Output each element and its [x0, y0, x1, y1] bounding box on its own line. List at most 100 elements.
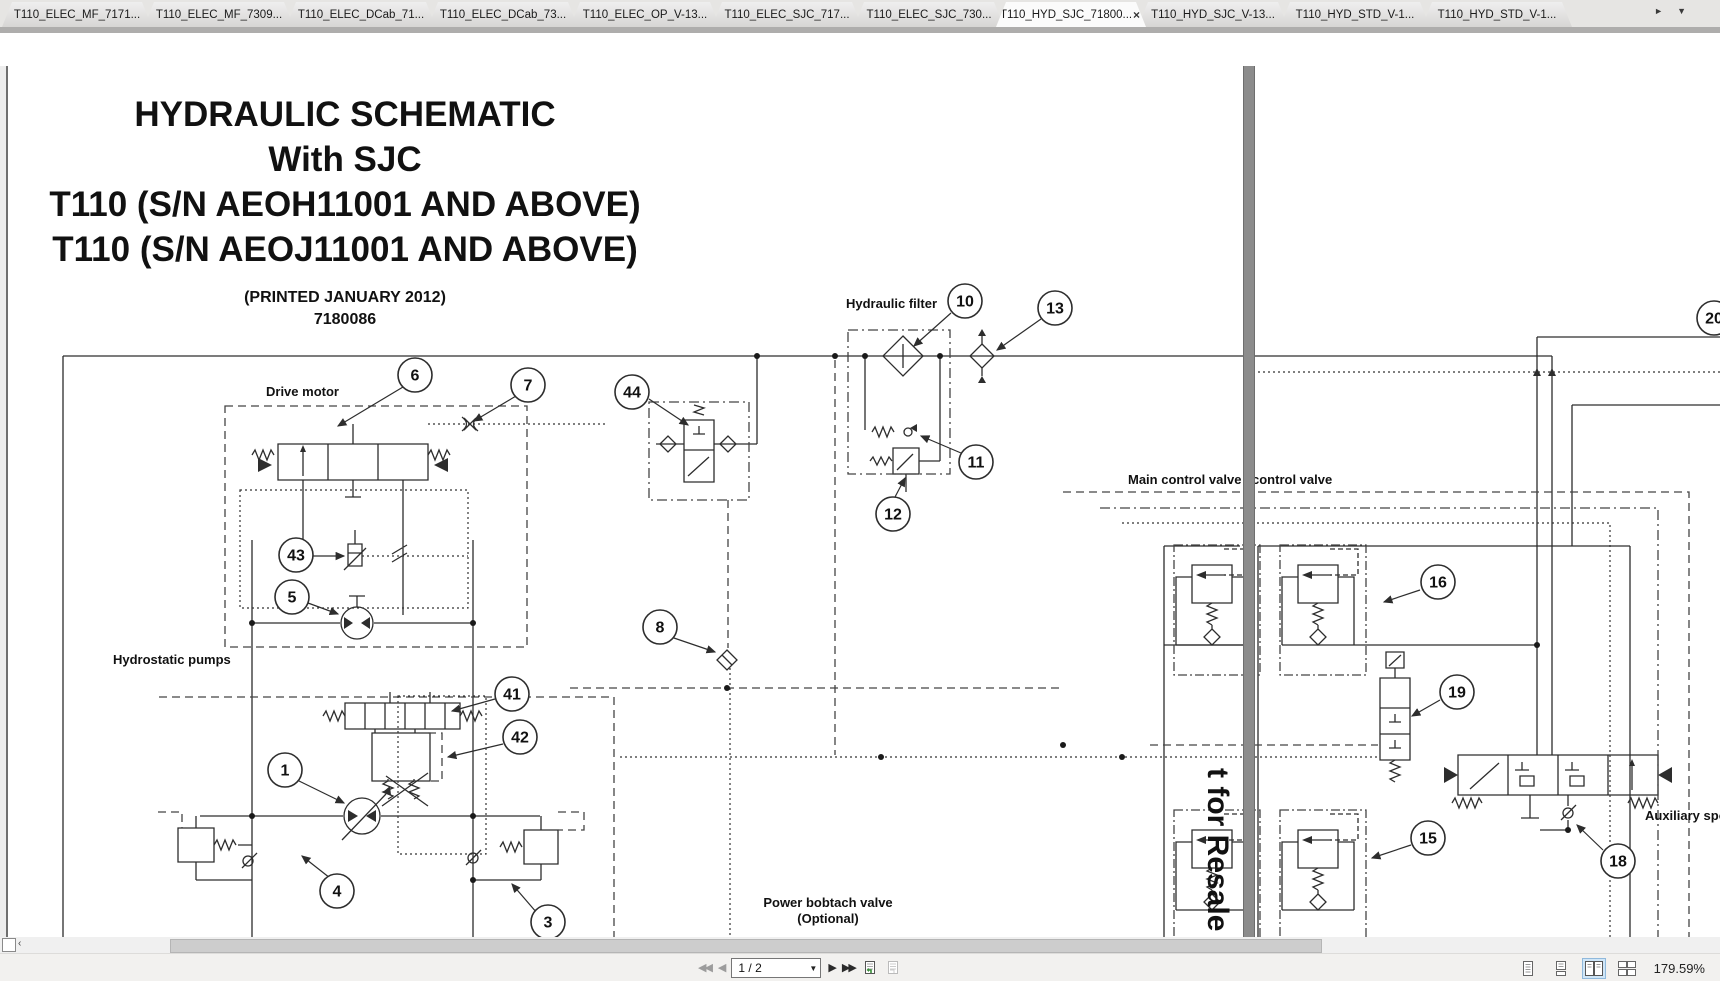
callout-15	[1410, 820, 1446, 856]
callout-number: 13	[1046, 301, 1064, 318]
continuous-view-button[interactable]	[1549, 958, 1573, 979]
callout-number: 43	[287, 548, 305, 565]
tab-7[interactable]: T110_ELEC_SJC_730...	[854, 2, 1004, 27]
callout-number: 8	[656, 620, 665, 637]
tab-4[interactable]: T110_ELEC_DCab_73...	[428, 2, 578, 27]
tab-label: T110_ELEC_MF_7171...	[13, 8, 141, 21]
tab-label: T110_ELEC_DCab_71...	[297, 8, 425, 21]
callout-20	[1696, 300, 1720, 336]
callout-number: 19	[1448, 685, 1466, 702]
tab-bar: T110_ELEC_MF_7171...T110_ELEC_MF_7309...…	[0, 0, 1720, 27]
last-page-button[interactable]: ▶▶	[841, 961, 857, 974]
title-line: (PRINTED JANUARY 2012)	[244, 289, 446, 306]
tab-3[interactable]: T110_ELEC_DCab_71...	[286, 2, 436, 27]
tab-9[interactable]: T110_HYD_SJC_V-13...	[1138, 2, 1288, 27]
tab-band	[0, 27, 1720, 33]
callout-number: 20	[1705, 311, 1720, 328]
title-line: HYDRAULIC SCHEMATIC	[134, 95, 555, 134]
callout-4	[319, 873, 355, 909]
label-hydraulic-filter: Hydraulic filter	[846, 296, 937, 311]
callout-number: 1	[281, 763, 290, 780]
callout-5	[274, 579, 310, 615]
label-control-valve-right: control valve	[1252, 472, 1332, 487]
tab-6[interactable]: T110_ELEC_SJC_717...	[712, 2, 862, 27]
callout-number: 16	[1429, 575, 1447, 592]
close-icon[interactable]: ×	[1132, 7, 1140, 22]
facing-view-button[interactable]	[1581, 957, 1606, 979]
callout-1	[267, 752, 303, 788]
callout-number: 11	[968, 455, 985, 472]
next-page-button[interactable]: ▶	[828, 961, 837, 974]
left-window-edge	[0, 66, 8, 937]
tab-label: T110_HYD_STD_V-1...	[1437, 8, 1557, 21]
tab-label: T110_ELEC_SJC_717...	[724, 8, 850, 21]
callout-12	[875, 496, 911, 532]
tab-5[interactable]: T110_ELEC_OP_V-13...	[570, 2, 720, 27]
page-number-combobox[interactable]: 1 / 2 ▼	[731, 958, 822, 978]
tab-1[interactable]: T110_ELEC_MF_7171...	[2, 2, 152, 27]
callout-10	[947, 283, 983, 319]
callout-6	[397, 357, 433, 393]
label-power-bobtach-line2: (Optional)	[797, 911, 858, 926]
callout-41	[494, 676, 530, 712]
page-navigation: ◀◀ ◀ 1 / 2 ▼ ▶ ▶▶	[698, 954, 901, 981]
first-page-button[interactable]: ◀◀	[698, 961, 713, 974]
page-copy-icon[interactable]	[862, 960, 878, 976]
tab-menu-icon[interactable]: ▼	[1677, 6, 1686, 16]
tab-label: T110_HYD_STD_V-1...	[1295, 8, 1415, 21]
callout-19	[1439, 674, 1475, 710]
callout-number: 7	[524, 378, 533, 395]
callout-7	[510, 367, 546, 403]
status-bar: ◀◀ ◀ 1 / 2 ▼ ▶ ▶▶	[0, 953, 1720, 981]
tab-label: T110_ELEC_DCab_73...	[439, 8, 567, 21]
page-divider	[1243, 66, 1255, 937]
callout-8	[642, 609, 678, 645]
label-main-control-valve: Main control valve	[1128, 472, 1241, 487]
tab-overflow-controls: ► ▼	[1654, 6, 1686, 16]
scrollbar-thumb[interactable]	[170, 939, 1322, 953]
callout-number: 42	[511, 730, 529, 747]
zoom-level: 179.59%	[1653, 960, 1705, 976]
callout-number: 15	[1419, 831, 1437, 848]
tab-scroll-right-icon[interactable]: ►	[1654, 6, 1664, 16]
tab-label: T110_ELEC_SJC_730...	[866, 8, 992, 21]
callout-16	[1420, 564, 1456, 600]
callout-11	[958, 444, 994, 480]
tab-10[interactable]: T110_HYD_STD_V-1...	[1280, 2, 1430, 27]
label-hydrostatic-pumps: Hydrostatic pumps	[113, 652, 231, 667]
book-view-button[interactable]	[1615, 958, 1639, 979]
scrollbar-left-arrow-icon[interactable]: ‹	[18, 938, 22, 949]
scrollbar-left-button[interactable]	[2, 938, 16, 952]
label-power-bobtach-line1: Power bobtach valve	[763, 895, 892, 910]
horizontal-scrollbar[interactable]: ‹	[0, 937, 1720, 953]
callout-number: 18	[1609, 854, 1627, 871]
callout-3	[530, 904, 566, 937]
callout-18	[1600, 843, 1636, 879]
callout-43	[278, 537, 314, 573]
callout-number: 3	[544, 915, 553, 932]
tab-8[interactable]: T110_HYD_SJC_71800...×	[996, 2, 1146, 27]
view-controls: 179.59%	[1516, 954, 1705, 981]
callout-number: 6	[411, 368, 420, 385]
tab-11[interactable]: T110_HYD_STD_V-1...	[1422, 2, 1572, 27]
callout-number: 12	[884, 507, 902, 524]
single-page-view-button[interactable]	[1516, 958, 1540, 979]
label-auxiliary-spool: Auxiliary spool	[1645, 808, 1720, 823]
callout-number: 4	[333, 884, 342, 901]
callout-42	[502, 719, 538, 755]
tab-2[interactable]: T110_ELEC_MF_7309...	[144, 2, 294, 27]
callout-number: 41	[503, 687, 521, 704]
chevron-down-icon[interactable]: ▼	[809, 963, 818, 973]
previous-page-button[interactable]: ◀	[717, 961, 727, 974]
tab-label: T110_ELEC_OP_V-13...	[582, 8, 708, 21]
page-copy-disabled-icon	[887, 961, 898, 974]
callout-44	[614, 374, 650, 410]
tab-label: T110_HYD_SJC_V-13...	[1151, 8, 1275, 21]
title-line: T110 (S/N AEOH11001 AND ABOVE)	[49, 185, 640, 224]
watermark-text: t for Resale	[1201, 768, 1234, 931]
callout-number: 10	[956, 294, 974, 311]
title-line: T110 (S/N AEOJ11001 AND ABOVE)	[52, 230, 638, 269]
